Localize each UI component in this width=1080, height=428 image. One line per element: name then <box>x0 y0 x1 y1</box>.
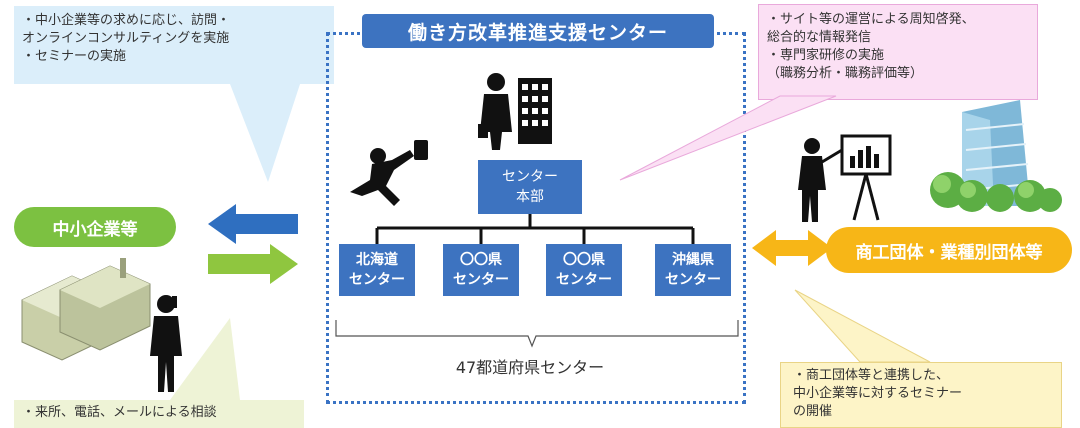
office-building-icon <box>518 78 552 144</box>
phone-businessman-icon <box>150 295 182 392</box>
business-groups-entity: 商工団体・業種別団体等 <box>826 227 1072 273</box>
callout-tail-consulting <box>230 84 300 182</box>
center-prefecture-a: 〇〇県 センター <box>443 244 519 296</box>
center-prefecture-b: 〇〇県 センター <box>546 244 622 296</box>
callout-seminar: ・商工団体等と連携した、 中小企業等に対するセミナー の開催 <box>780 362 1062 428</box>
callout-tail-information <box>619 95 837 181</box>
green-building-icon <box>930 100 1062 212</box>
center-okinawa: 沖縄県 センター <box>655 244 731 296</box>
presenter-chart-icon <box>798 134 892 222</box>
running-businessman-icon <box>350 140 428 206</box>
factory-icon <box>21 258 151 361</box>
center-headquarters: センター 本部 <box>478 160 582 214</box>
brace-label: 47都道府県センター <box>455 358 605 377</box>
page-title: 働き方改革推進支援センター <box>362 14 714 48</box>
double-arrow-icon <box>752 230 832 266</box>
arrow-right-icon <box>208 244 298 284</box>
callout-consulting: ・中小企業等の求めに応じ、訪問・ オンラインコンサルティングを実施 ・セミナーの… <box>14 6 334 84</box>
businessman-icon <box>478 73 512 150</box>
sme-entity: 中小企業等 <box>14 207 176 247</box>
callout-tail-consultation <box>170 318 240 400</box>
brace-47-centers <box>335 320 739 348</box>
callout-information: ・サイト等の運営による周知啓発、 総合的な情報発信 ・専門家研修の実施 （職務分… <box>758 4 1038 100</box>
org-tree-lines <box>375 214 695 244</box>
callout-tail-seminar <box>794 289 931 363</box>
callout-consultation: ・来所、電話、メールによる相談 <box>14 400 304 428</box>
arrow-left-icon <box>208 204 298 244</box>
center-hokkaido: 北海道 センター <box>339 244 415 296</box>
